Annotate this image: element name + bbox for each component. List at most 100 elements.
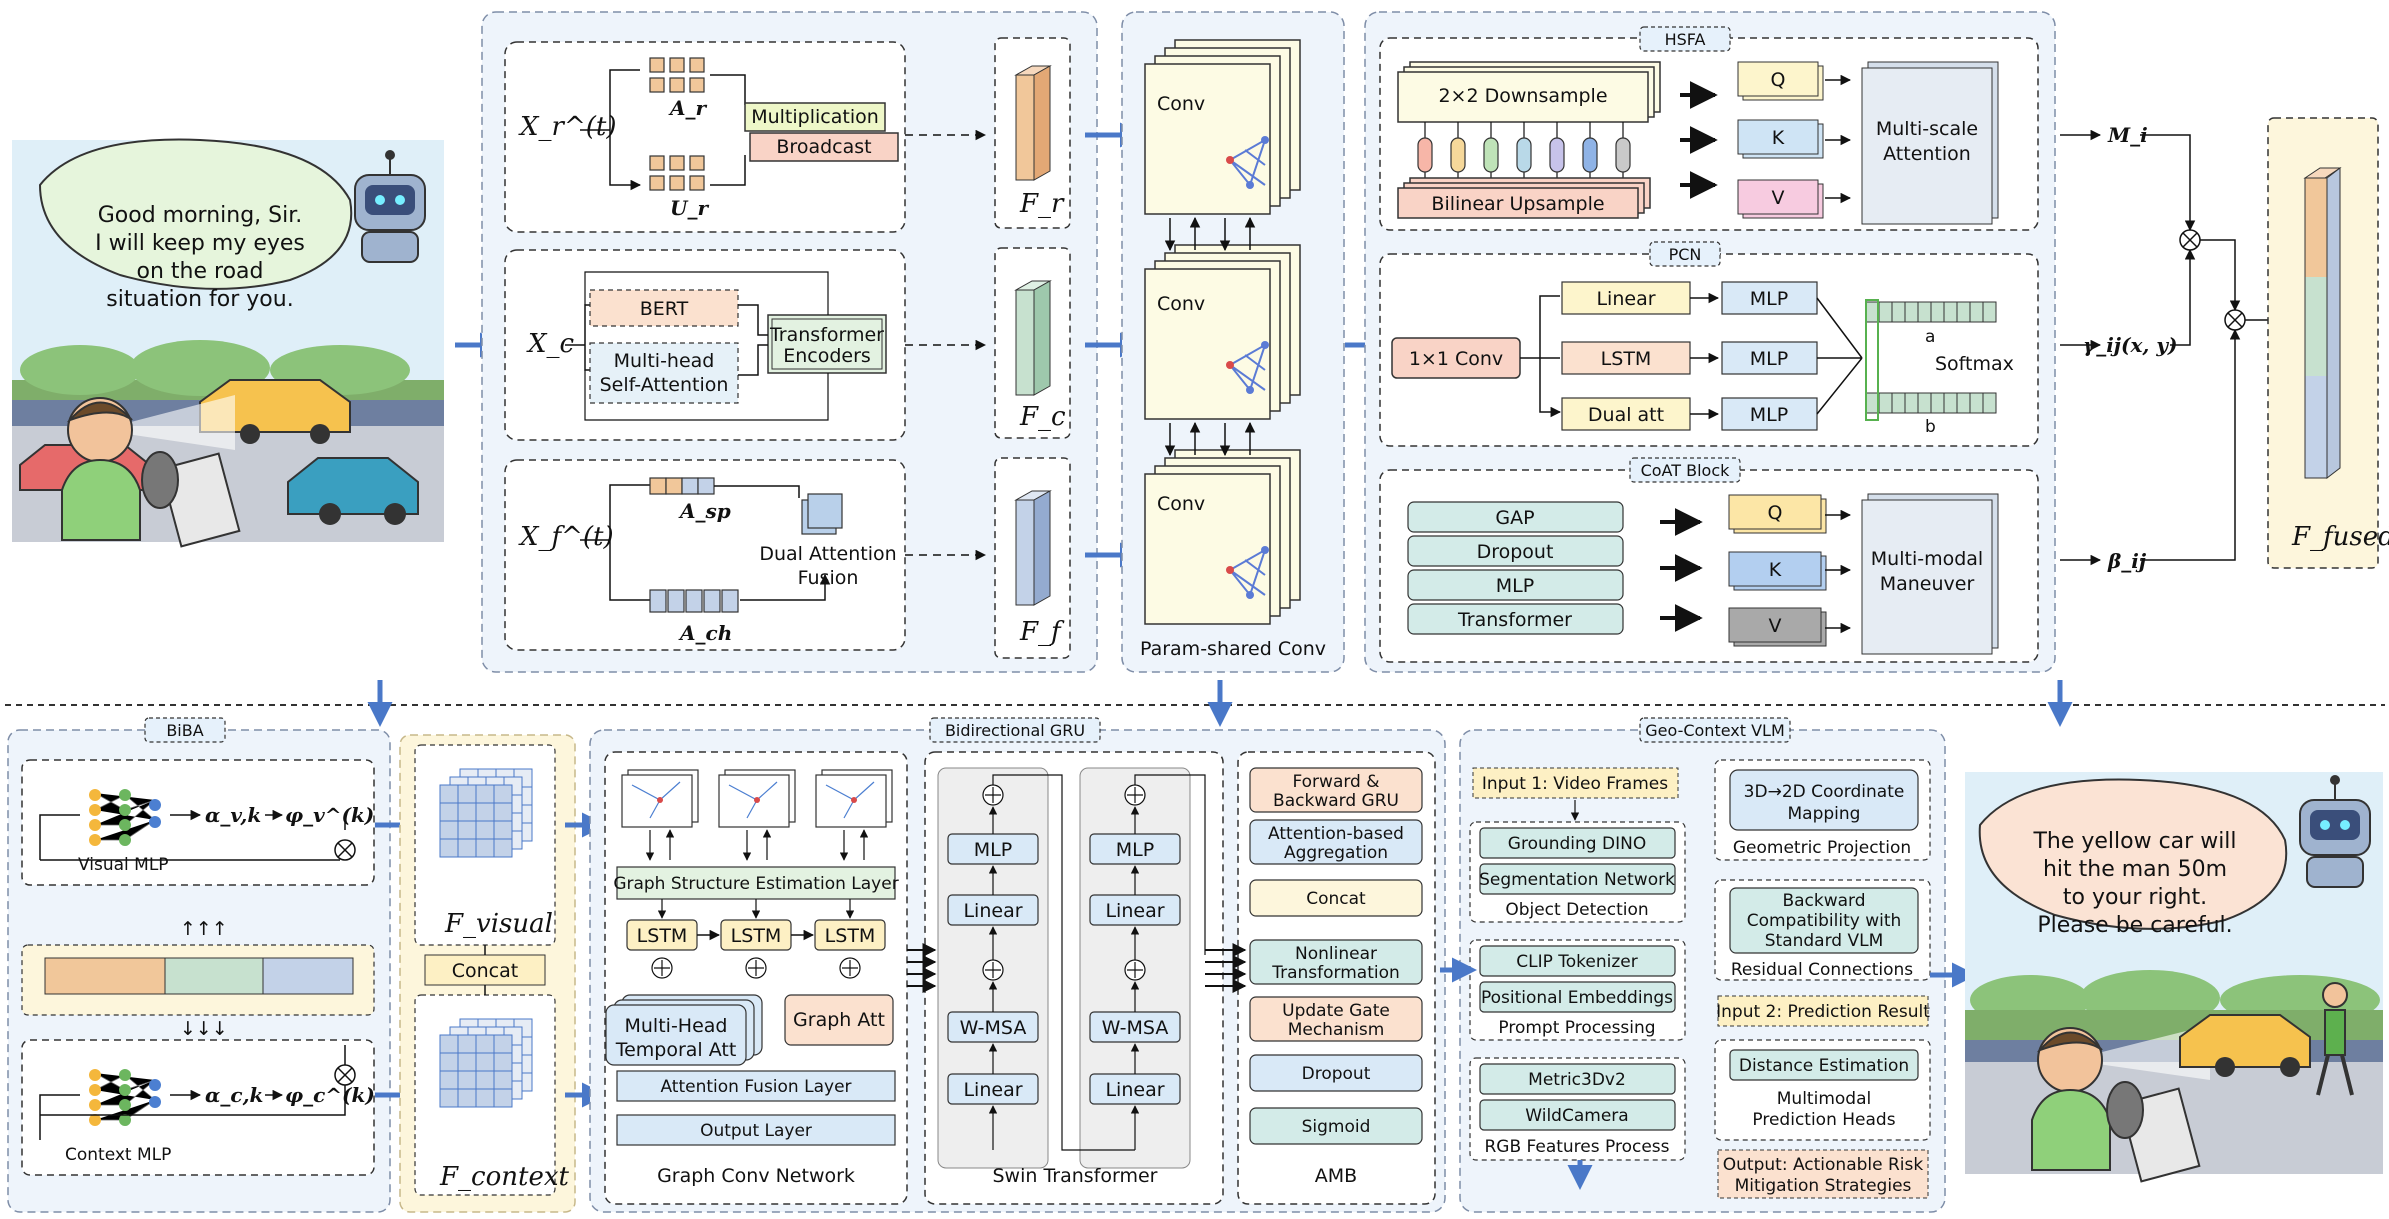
multiply-icon-v [334,839,356,861]
hsfa-att-line-2: Attention [1883,143,1971,165]
amb-item-label: Nonlinear [1295,944,1377,964]
daf-line-2: Fusion [798,567,859,589]
fmap-concat: Concat [452,960,518,982]
amb-item [1249,939,1423,985]
robot-icon-2 [2299,775,2371,888]
swin-linear-3: Linear [1105,900,1164,922]
gsel: Graph Structure Estimation Layer [613,874,898,894]
softmax-cell [1891,392,1906,414]
hsfa-pill [1483,137,1499,173]
pcn-a: a [1925,327,1935,347]
speech-bottom-line-4: Please be careful. [2037,913,2232,938]
grid-cell [475,802,495,822]
speech-bottom-line-2: hit the man 50m [2043,857,2227,882]
vlm-pos: Positional Embeddings [1481,988,1673,1008]
broadcast-box: Broadcast [776,136,871,158]
softmax-cell [1930,301,1945,323]
vlm-bc-3: Standard VLM [1765,931,1884,951]
amb-item-label: Forward & [1292,772,1379,792]
label-ach: A_ch [678,621,732,645]
speech-bottom-line-1: The yellow car will [2032,829,2236,854]
grid-cell [475,820,495,840]
output-fused: F_fused [2291,522,2389,552]
vlm-tag: Geo-Context VLM [1645,721,1785,740]
conv-label-1: Conv [1157,93,1205,115]
grid-cell [457,1088,477,1108]
mult-box: Multiplication [751,106,879,128]
fmap-visual: F_visual [444,909,553,939]
input-xf: X_f^(t) [518,522,614,552]
hsfa-pill [1516,137,1532,173]
softmax-cell [1878,301,1893,323]
te-line-1: Transformer [769,324,884,346]
softmax-cell [1878,392,1893,414]
mhsa-line-2: Self-Attention [600,374,729,396]
biba-tag: BiBA [166,721,203,740]
vlm-rc: Residual Connections [1731,960,1913,980]
pcn-tag: PCN [1669,245,1702,264]
gcn-lstm-3: LSTM [825,925,876,947]
hsfa-tag: HSFA [1665,30,1706,49]
grid-cell [439,1088,459,1108]
softmax-cell [1917,301,1932,323]
swin-wmsa-2: W-MSA [1102,1017,1169,1039]
pcn-b: b [1925,417,1936,437]
swin-linear-2: Linear [963,1079,1022,1101]
coat-k: K [1769,559,1782,581]
softmax-cell [1969,392,1984,414]
coat-mm-line-1: Multi-modal [1871,548,1983,570]
softmax-cell [1956,392,1971,414]
te-line-2: Encoders [783,345,871,367]
softmax-cell [1982,301,1997,323]
gcn-lstm-1: LSTM [637,925,688,947]
grid-cell [457,802,477,822]
multiply-icon-c [334,1064,356,1086]
hsfa-q: Q [1771,69,1786,91]
hsfa-pill [1615,137,1631,173]
vlm-bc-1: Backward [1782,891,1865,911]
grid-cell [493,784,513,804]
softmax-cell [1969,301,1984,323]
coat-mm-line-2: Maneuver [1880,573,1975,595]
mhta-line-2: Temporal Att [615,1039,737,1061]
input-xr: X_r^(t) [518,112,616,142]
grid-cell [439,1034,459,1054]
amb-item-label: Dropout [1302,1064,1371,1084]
add-icons [651,957,861,979]
bert-box: BERT [640,298,689,320]
grid-cell [439,784,459,804]
coat-transformer: Transformer [1457,609,1572,631]
grid-cell [475,1070,495,1090]
label-ur: U_r [670,196,709,220]
grid-cell [439,838,459,858]
vlm-input2: Input 2: Prediction Result [1716,1002,1930,1022]
swin-linear-4: Linear [1105,1079,1164,1101]
context-feature-grid [439,1018,533,1108]
grid-cell [493,838,513,858]
robot-icon [354,150,426,263]
pcn-linear: Linear [1596,288,1655,310]
hsfa-pill [1450,137,1466,173]
multiply-icon [2179,229,2201,251]
vlm-mph-1: Multimodal [1777,1089,1871,1109]
input-xc: X_c [526,329,575,359]
softmax-cell [1904,392,1919,414]
label-ar: A_r [668,96,708,120]
feature-fc: F_c [1019,402,1066,432]
amb-item-label: Aggregation [1284,843,1388,863]
grid-cell [475,1052,495,1072]
vlm-gd: Grounding DINO [1508,834,1646,854]
pcn-mlp-2: MLP [1750,348,1788,370]
pcn-mlp-3: MLP [1750,404,1788,426]
grid-cell [493,802,513,822]
amb-item [1249,879,1423,917]
conv-label-2: Conv [1157,293,1205,315]
visual-mlp-icon [89,789,161,846]
feature-fr: F_r [1019,189,1065,219]
grid-cell [493,1034,513,1054]
swin-tag: Bidirectional GRU [945,721,1085,740]
vlm-input1: Input 1: Video Frames [1482,774,1668,794]
hsfa-k: K [1772,127,1785,149]
grid-cell [439,802,459,822]
